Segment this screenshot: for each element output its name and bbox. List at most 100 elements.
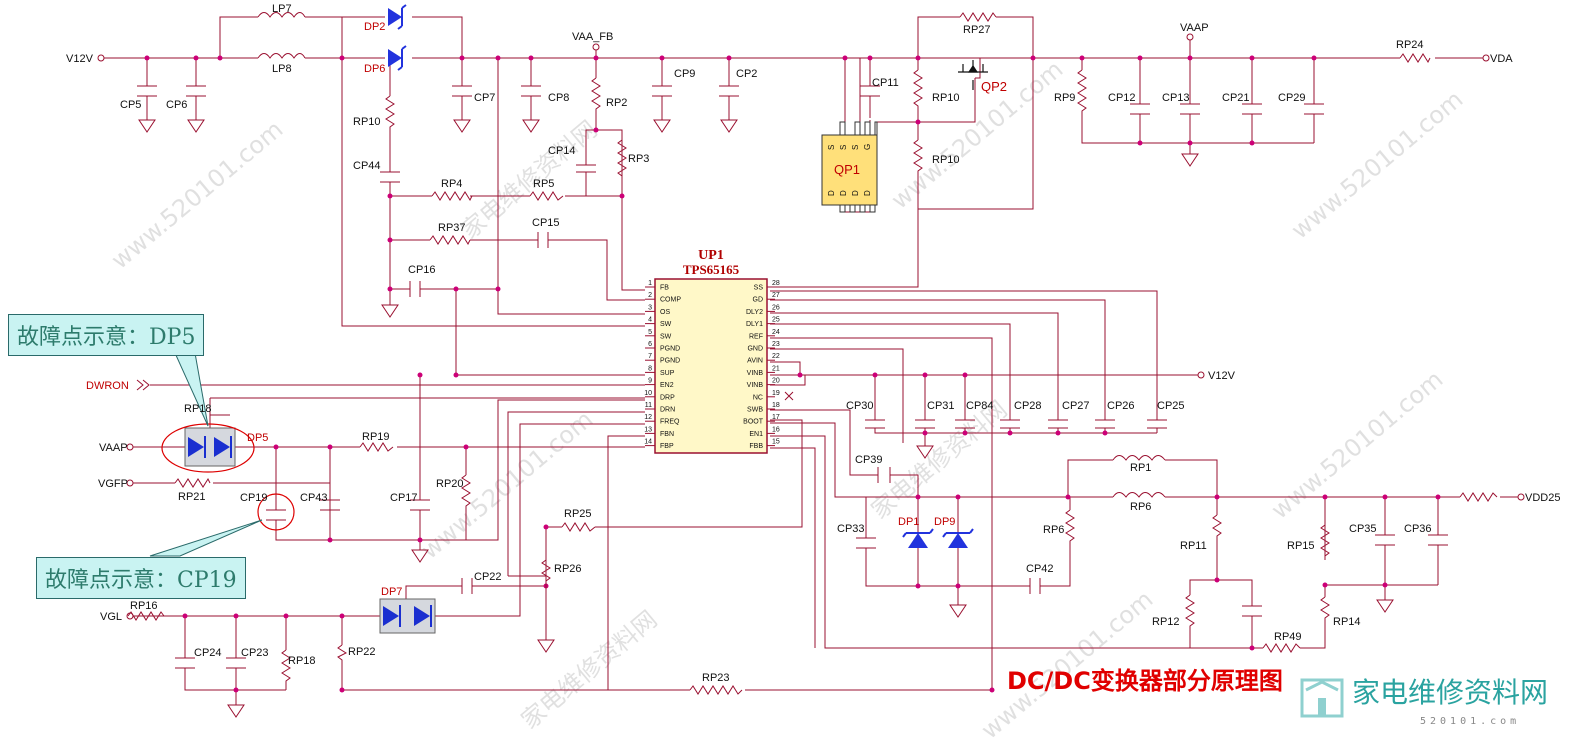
ic-pin-number: 10 xyxy=(644,390,652,397)
label-cp43: CP43 xyxy=(300,492,328,504)
logo-url: 520101.com xyxy=(1420,716,1520,727)
label-lp7: LP7 xyxy=(272,3,292,15)
ic-pin-name: PGND xyxy=(660,358,680,365)
watermark: 家电维修资料网 xyxy=(866,395,1013,524)
label-lp8: LP8 xyxy=(272,63,292,75)
ic-pin-number: 1 xyxy=(648,280,652,287)
label-cp9: CP9 xyxy=(674,68,695,80)
watermark-layer: www.520101.com 家电维修资料网 www.520101.com ww… xyxy=(106,55,1469,745)
callout-cp19: 故障点示意：CP19 xyxy=(36,557,246,599)
label-dp5: DP5 xyxy=(247,432,268,444)
label-rp12: RP12 xyxy=(1152,616,1180,628)
ic-pin-name: OS xyxy=(660,309,670,316)
ic-pin-name: PGND xyxy=(660,346,680,353)
ic-pin-number: 18 xyxy=(772,402,780,409)
label-cp28: CP28 xyxy=(1014,400,1042,412)
ic-pin-number: 14 xyxy=(644,439,652,446)
net-dwron: DWRON xyxy=(86,380,129,392)
label-cp13: CP13 xyxy=(1162,92,1190,104)
label-cp2: CP2 xyxy=(736,68,757,80)
qp1-pin-d2: D xyxy=(839,190,848,196)
label-rp5: RP5 xyxy=(533,178,554,190)
ic-pin-name: BOOT xyxy=(743,419,764,426)
label-rp18a: RP18 xyxy=(184,403,212,415)
label-cp14: CP14 xyxy=(548,145,576,157)
label-cp19: CP19 xyxy=(240,492,268,504)
label-rp6a: RP6 xyxy=(1130,501,1151,513)
label-dp7: DP7 xyxy=(381,586,402,598)
label-rp1: RP1 xyxy=(1130,462,1151,474)
label-cp33: CP33 xyxy=(837,523,865,535)
ic-pin-name: VINB xyxy=(747,370,764,377)
ic-pin-name: FBN xyxy=(660,431,674,438)
ic-pin-name: NC xyxy=(753,394,763,401)
ic-pin-name: SWB xyxy=(747,407,763,414)
ic-pin-number: 11 xyxy=(645,402,652,409)
ic-pin-name: EN2 xyxy=(660,382,674,389)
wires xyxy=(104,16,1518,705)
label-cp22: CP22 xyxy=(474,571,502,583)
ic-pin-number: 26 xyxy=(772,304,780,311)
label-rp4: RP4 xyxy=(441,178,462,190)
label-cp26: CP26 xyxy=(1107,400,1135,412)
label-rp49: RP49 xyxy=(1274,631,1302,643)
watermark: 家电维修资料网 xyxy=(516,605,663,734)
diodes xyxy=(184,4,974,634)
ic-pin-number: 24 xyxy=(772,329,780,336)
label-rp25: RP25 xyxy=(564,508,592,520)
label-rp20: RP20 xyxy=(436,478,464,490)
ic-pin-number: 23 xyxy=(772,341,780,348)
net-vgl: VGL xyxy=(100,611,122,623)
net-vaap-top: VAAP xyxy=(1180,22,1209,34)
qp1-pin-d4: D xyxy=(863,190,872,196)
ic-pin-number: 21 xyxy=(772,365,780,372)
net-vda: VDA xyxy=(1490,53,1513,65)
label-cp39: CP39 xyxy=(855,454,883,466)
label-rp27: RP27 xyxy=(963,24,991,36)
label-cp12: CP12 xyxy=(1108,92,1136,104)
net-vgfp: VGFP xyxy=(98,478,128,490)
label-dp6: DP6 xyxy=(364,63,385,75)
ic-pin-name: REF xyxy=(749,333,763,340)
label-rp18b: RP18 xyxy=(288,655,316,667)
qp1-pin-labels: S S S G D D D D xyxy=(827,144,872,196)
label-rp22: RP22 xyxy=(348,646,376,658)
ic-pin-number: 7 xyxy=(648,353,652,360)
label-rp14: RP14 xyxy=(1333,616,1361,628)
label-rp19: RP19 xyxy=(362,431,390,443)
ic-pin-number: 9 xyxy=(648,378,652,385)
ic-pin-name: FREQ xyxy=(660,419,680,426)
label-cp23: CP23 xyxy=(241,647,269,659)
qp1-pin-g: G xyxy=(863,144,872,150)
qp2-mosfet xyxy=(958,60,988,90)
ic-up1 xyxy=(645,278,775,454)
label-cp25: CP25 xyxy=(1157,400,1185,412)
dp2-diode xyxy=(388,4,407,30)
label-cp35: CP35 xyxy=(1349,523,1377,535)
ic-pin-name: SS xyxy=(754,285,764,292)
ic-pin-name: DRN xyxy=(660,407,675,414)
ic-labels: UP1 TPS65165 1FB2COMP3OS4SW5SW6PGND7PGND… xyxy=(644,248,780,450)
ic-pin-number: 8 xyxy=(648,365,652,372)
qp1-pin-s2: S xyxy=(839,145,848,150)
dp6-diode xyxy=(388,45,407,71)
qp1-pin-d1: D xyxy=(827,190,836,196)
ic-pin-number: 15 xyxy=(772,439,780,446)
net-vdd25: VDD25 xyxy=(1525,492,1560,504)
label-dp1: DP1 xyxy=(898,516,919,528)
qp1-pin-s3: S xyxy=(851,145,860,150)
ic-pin-number: 12 xyxy=(644,414,652,421)
ic-pin-number: 20 xyxy=(772,378,780,385)
label-rp2: RP2 xyxy=(606,97,627,109)
label-qp1: QP1 xyxy=(834,162,860,177)
label-cp42: CP42 xyxy=(1026,563,1054,575)
label-cp6: CP6 xyxy=(166,99,187,111)
ic-pin-name: FB xyxy=(660,285,669,292)
label-rp37: RP37 xyxy=(438,222,466,234)
ic-pin-number: 6 xyxy=(648,341,652,348)
label-rp26: RP26 xyxy=(554,563,582,575)
junction-dots xyxy=(144,55,1441,693)
label-rp15: RP15 xyxy=(1287,540,1315,552)
ic-pin-name: GD xyxy=(753,297,764,304)
